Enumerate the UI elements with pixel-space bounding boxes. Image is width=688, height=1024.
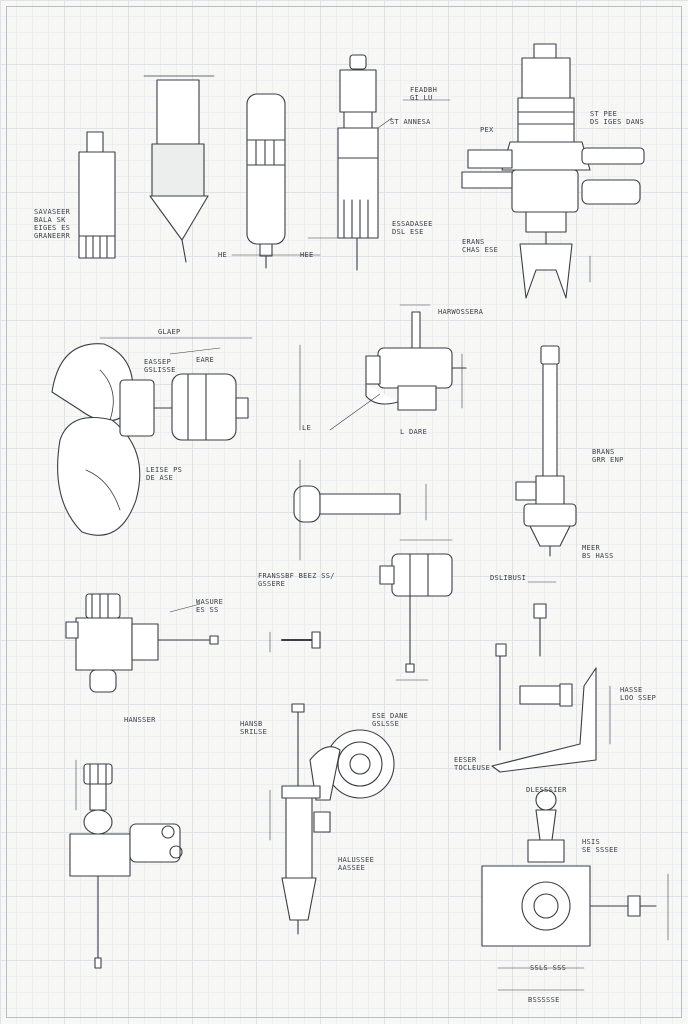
part-gear-housing (65, 593, 219, 693)
part-small-vertical-pin (527, 581, 557, 657)
part-complex-spindle (481, 789, 669, 991)
label-30: SSLS SSS (530, 964, 567, 972)
label-1: FEADBH GI LU (410, 86, 438, 102)
label-28: HSIS SE SSSEE (582, 838, 619, 854)
label-2: ST ANNESA (390, 118, 431, 126)
part-l-bracket (491, 643, 611, 773)
label-6: ESSADASEE DSL ESE (392, 220, 433, 236)
label-12: EASSEP GSLISSE (144, 358, 176, 374)
label-10: HARWOSSERA (438, 308, 484, 316)
label-7: ERANS CHAS ESE (462, 238, 499, 254)
part-disc-tool (269, 703, 395, 935)
part-knob-spindle (69, 759, 183, 969)
part-vertical-shaft (515, 345, 577, 557)
label-21: WASURE ES SS (196, 598, 224, 614)
label-3: ST PEE DS IGES DANS (590, 110, 645, 126)
part-small-cylinder (78, 131, 116, 259)
label-27: HALUSSEE AASSEE (338, 856, 375, 872)
label-22: HANSSER (124, 716, 156, 724)
label-13: EARE (196, 356, 215, 364)
part-stacked-spindle (307, 54, 451, 271)
label-20: DSLIBUSI (490, 574, 527, 582)
label-31: BSSSSSE (528, 996, 560, 1004)
label-24: ESE DANE GSLSSE (372, 712, 409, 728)
label-8: HE (218, 251, 228, 259)
label-19: FRANSSBF BEEZ SS/ GSSERE (258, 572, 335, 588)
label-4: PEX (480, 126, 494, 134)
label-29: DLESSSIER (526, 786, 567, 794)
part-horizontal-pin (293, 459, 427, 561)
label-18: MEER BS HASS (582, 544, 614, 560)
label-14: LEISE PS DE ASE (146, 466, 183, 482)
part-lever-mechanism (299, 304, 467, 431)
part-small-pin (269, 631, 321, 653)
part-tapered-cylinder (143, 75, 215, 263)
part-tower-assembly (461, 43, 645, 299)
label-25: EESER TOCLEUSE (454, 756, 491, 772)
label-16: L DARE (400, 428, 428, 436)
label-23: HANSB SRILSE (240, 720, 268, 736)
label-5: SAVASEER BALA SK EIGES ES GRANEERR (34, 208, 71, 240)
part-propeller-hub (51, 337, 253, 536)
label-9: HEE (300, 251, 314, 259)
label-11: GLAEP (158, 328, 181, 336)
part-capsule (231, 93, 321, 269)
label-26: HASSE LOO SSEP (620, 686, 657, 702)
label-15: BRANS GRR ENP (592, 448, 624, 464)
part-motor-shaft (379, 539, 453, 681)
label-17: LE (302, 424, 312, 432)
